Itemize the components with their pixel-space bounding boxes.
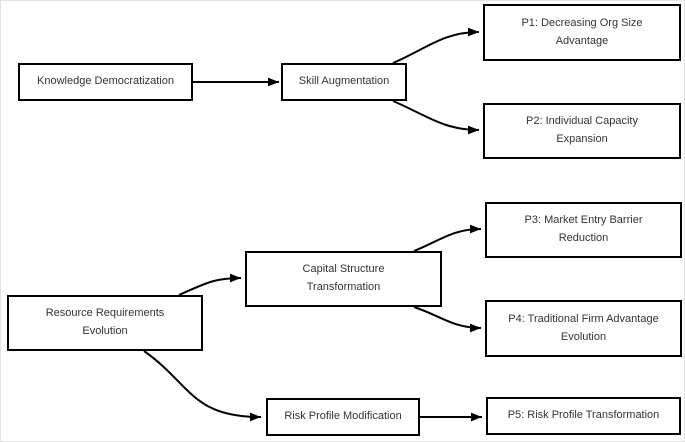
- node-p1-decreasing-org-size-advantage: P1: Decreasing Org Size Advantage: [483, 4, 681, 61]
- edge-capital-to-p3: [413, 224, 482, 252]
- edge-skill-to-p1: [392, 27, 480, 64]
- edge-resource-to-capital: [178, 273, 242, 296]
- node-capital-structure-transformation: Capital Structure Transformation: [245, 251, 442, 307]
- node-p2-individual-capacity-expansion: P2: Individual Capacity Expansion: [483, 103, 681, 159]
- edge-capital-to-p4: [413, 306, 482, 333]
- node-p5-risk-profile-transformation: P5: Risk Profile Transformation: [486, 397, 681, 435]
- edge-skill-to-p2: [392, 100, 480, 135]
- node-p3-market-entry-barrier-reduction: P3: Market Entry Barrier Reduction: [485, 202, 682, 258]
- node-risk-profile-modification: Risk Profile Modification: [266, 398, 420, 436]
- node-skill-augmentation: Skill Augmentation: [281, 63, 407, 101]
- edge-resource-to-risk: [143, 350, 262, 422]
- node-p4-traditional-firm-advantage-evolution: P4: Traditional Firm Advantage Evolution: [485, 300, 682, 357]
- node-knowledge-democratization: Knowledge Democratization: [18, 63, 193, 101]
- node-resource-requirements-evolution: Resource Requirements Evolution: [7, 295, 203, 351]
